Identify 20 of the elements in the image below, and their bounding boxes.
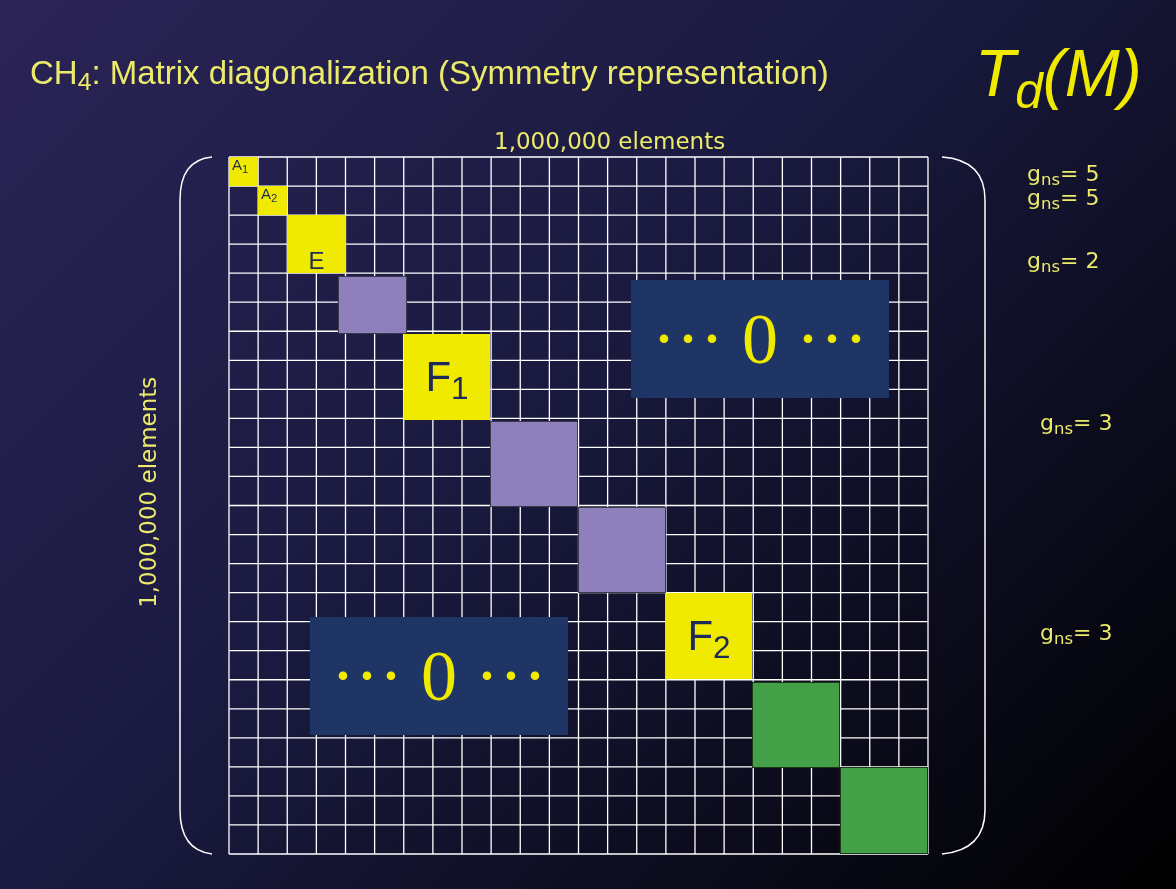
weight-label: g$_{ns}$= 3: [1040, 622, 1113, 644]
symmetry-block: E: [287, 215, 346, 273]
dimension-label: 1,000,000 elements: [494, 127, 726, 156]
zero-block: ··· 0 ···: [631, 280, 889, 398]
matrix-block: [840, 767, 928, 854]
symmetry-block: F$_{1}$: [404, 334, 490, 420]
matrix-block: [490, 421, 578, 507]
symmetry-block: F$_{2}$: [666, 593, 752, 679]
weight-label: g$_{ns}$= 5: [1027, 187, 1100, 209]
matrix-block: [578, 507, 666, 593]
weight-label: g$_{ns}$= 2: [1027, 250, 1100, 272]
symmetry-block: A$_{1}$: [229, 157, 258, 186]
title: CH$_{4}$: Matrix diagonalization (Symmetry representation): [30, 53, 829, 98]
weight-label: g$_{ns}$= 5: [1027, 163, 1100, 185]
dimension-label: 1,000,000 elements: [133, 375, 162, 610]
matrix-block: [338, 276, 407, 334]
zero-block: ··· 0 ···: [310, 617, 568, 735]
weight-label: g$_{ns}$= 3: [1040, 412, 1113, 434]
matrix-block: [752, 682, 840, 768]
symmetry-block: A$_{2}$: [258, 186, 287, 215]
